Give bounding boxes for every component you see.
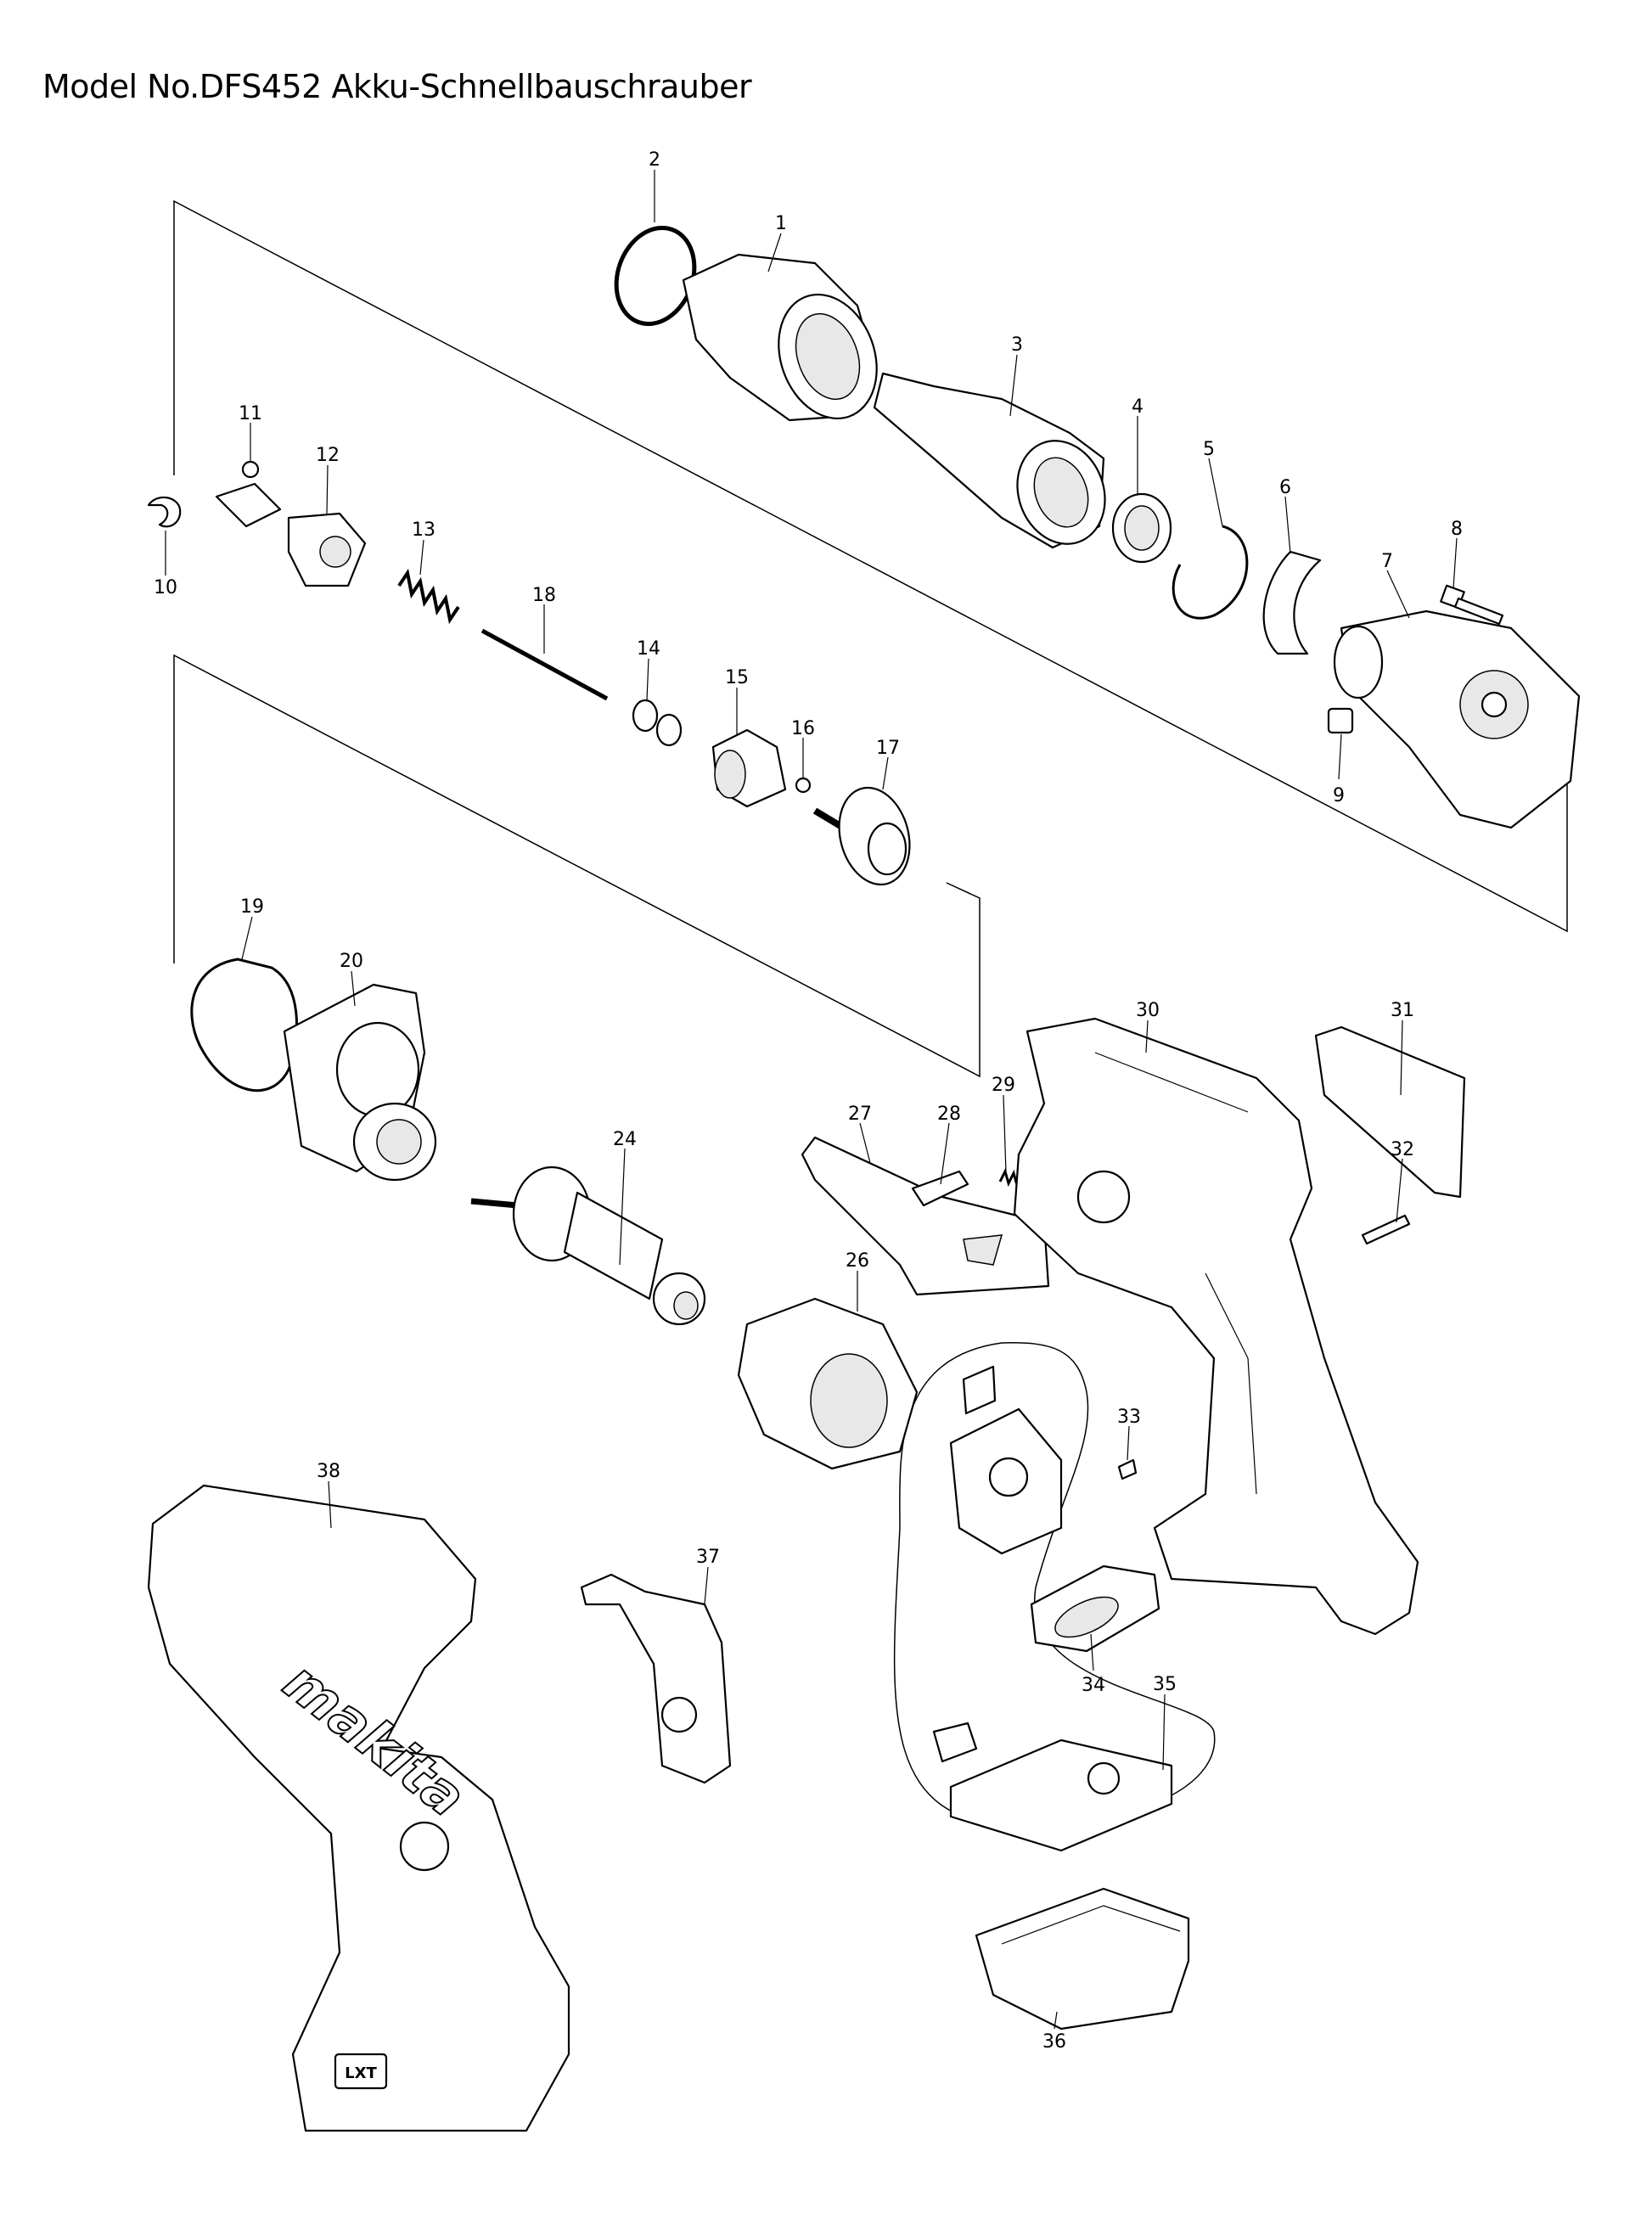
part-30-housing-set [1013, 1017, 1419, 1636]
part-31-label-plate [1314, 1025, 1466, 1199]
part-number-labels: 1 2 3 4 5 6 7 8 9 10 11 12 13 14 15 16 1… [154, 149, 1463, 2053]
part-37-switch [580, 1573, 732, 1784]
part-label: 19 [240, 896, 264, 918]
part-label: 36 [1042, 2031, 1066, 2053]
part-label: 32 [1391, 1139, 1414, 1160]
part-28-switch-lever [911, 1170, 969, 1207]
lxt-badge: LXT [345, 2064, 377, 2082]
part-label: 10 [154, 577, 177, 598]
part-label: 1 [775, 213, 787, 234]
part-16-ball [795, 777, 812, 794]
part-18-rod [480, 628, 609, 701]
part-9-block [1327, 707, 1354, 734]
part-label: 20 [340, 951, 363, 972]
part-label: 5 [1203, 439, 1215, 460]
group-boundary-lines [173, 199, 1568, 1826]
part-4-bearing [1111, 492, 1172, 564]
part-7-gear-housing [1333, 609, 1581, 829]
part-label: 4 [1132, 396, 1143, 418]
part-27-hook [801, 1136, 1050, 1296]
part-17-gear [812, 786, 911, 886]
part-24-armature [470, 1165, 706, 1326]
part-1-sleeve [682, 253, 878, 422]
part-label: 30 [1136, 1000, 1160, 1021]
part-label: 18 [532, 585, 556, 606]
part-label: 11 [239, 403, 262, 424]
page-title: Model No.DFS452 Akku-Schnellbauschrauber [42, 68, 752, 105]
part-label: 33 [1117, 1407, 1141, 1428]
part-label: 17 [876, 738, 900, 759]
part-8-screw [1440, 584, 1504, 626]
part-label: 8 [1451, 519, 1463, 540]
part-19-gasket [190, 958, 298, 1092]
part-5-retaining-ring [1172, 525, 1249, 620]
part-38-housing-set: makita LXT [147, 1484, 570, 2132]
part-label: 29 [992, 1075, 1015, 1096]
part-11-ball [241, 460, 260, 479]
part-label: 16 [791, 718, 815, 739]
part-10-clip [147, 496, 182, 528]
part-32-screw [1361, 1214, 1411, 1245]
part-label: 31 [1391, 1000, 1414, 1021]
part-label: 3 [1011, 334, 1023, 356]
part-label: 13 [412, 520, 435, 541]
part-label: 9 [1333, 785, 1345, 806]
part-20-gear-housing [283, 983, 437, 1182]
leader-lines [165, 170, 1458, 2030]
part-6-ring [1262, 550, 1322, 655]
part-label: 38 [317, 1461, 340, 1482]
part-36-terminal [975, 1887, 1190, 2030]
part-label: 2 [649, 149, 660, 171]
part-label: 34 [1082, 1675, 1105, 1696]
part-label: 6 [1279, 477, 1291, 498]
part-33-screw [1117, 1458, 1138, 1480]
part-13-spring [397, 568, 460, 625]
part-sensor-board [949, 1365, 1063, 1555]
part-label: 26 [846, 1250, 869, 1272]
part-label: 35 [1153, 1674, 1177, 1695]
part-label: 28 [937, 1104, 961, 1125]
part-label: 37 [696, 1547, 720, 1568]
part-26-stator [737, 1297, 919, 1470]
part-label: 15 [725, 667, 749, 688]
part-label: 14 [637, 638, 660, 660]
part-12-spindle [215, 482, 367, 587]
part-label: 27 [848, 1104, 872, 1125]
part-35-controller [932, 1722, 1173, 1852]
part-label: 12 [316, 445, 340, 466]
part-14-washers [632, 699, 683, 747]
part-label: 24 [613, 1129, 637, 1150]
part-34-cover [1030, 1564, 1160, 1653]
part-3-spindle-housing [873, 372, 1106, 549]
part-label: 7 [1381, 551, 1393, 572]
part-15-clutch [711, 728, 787, 808]
